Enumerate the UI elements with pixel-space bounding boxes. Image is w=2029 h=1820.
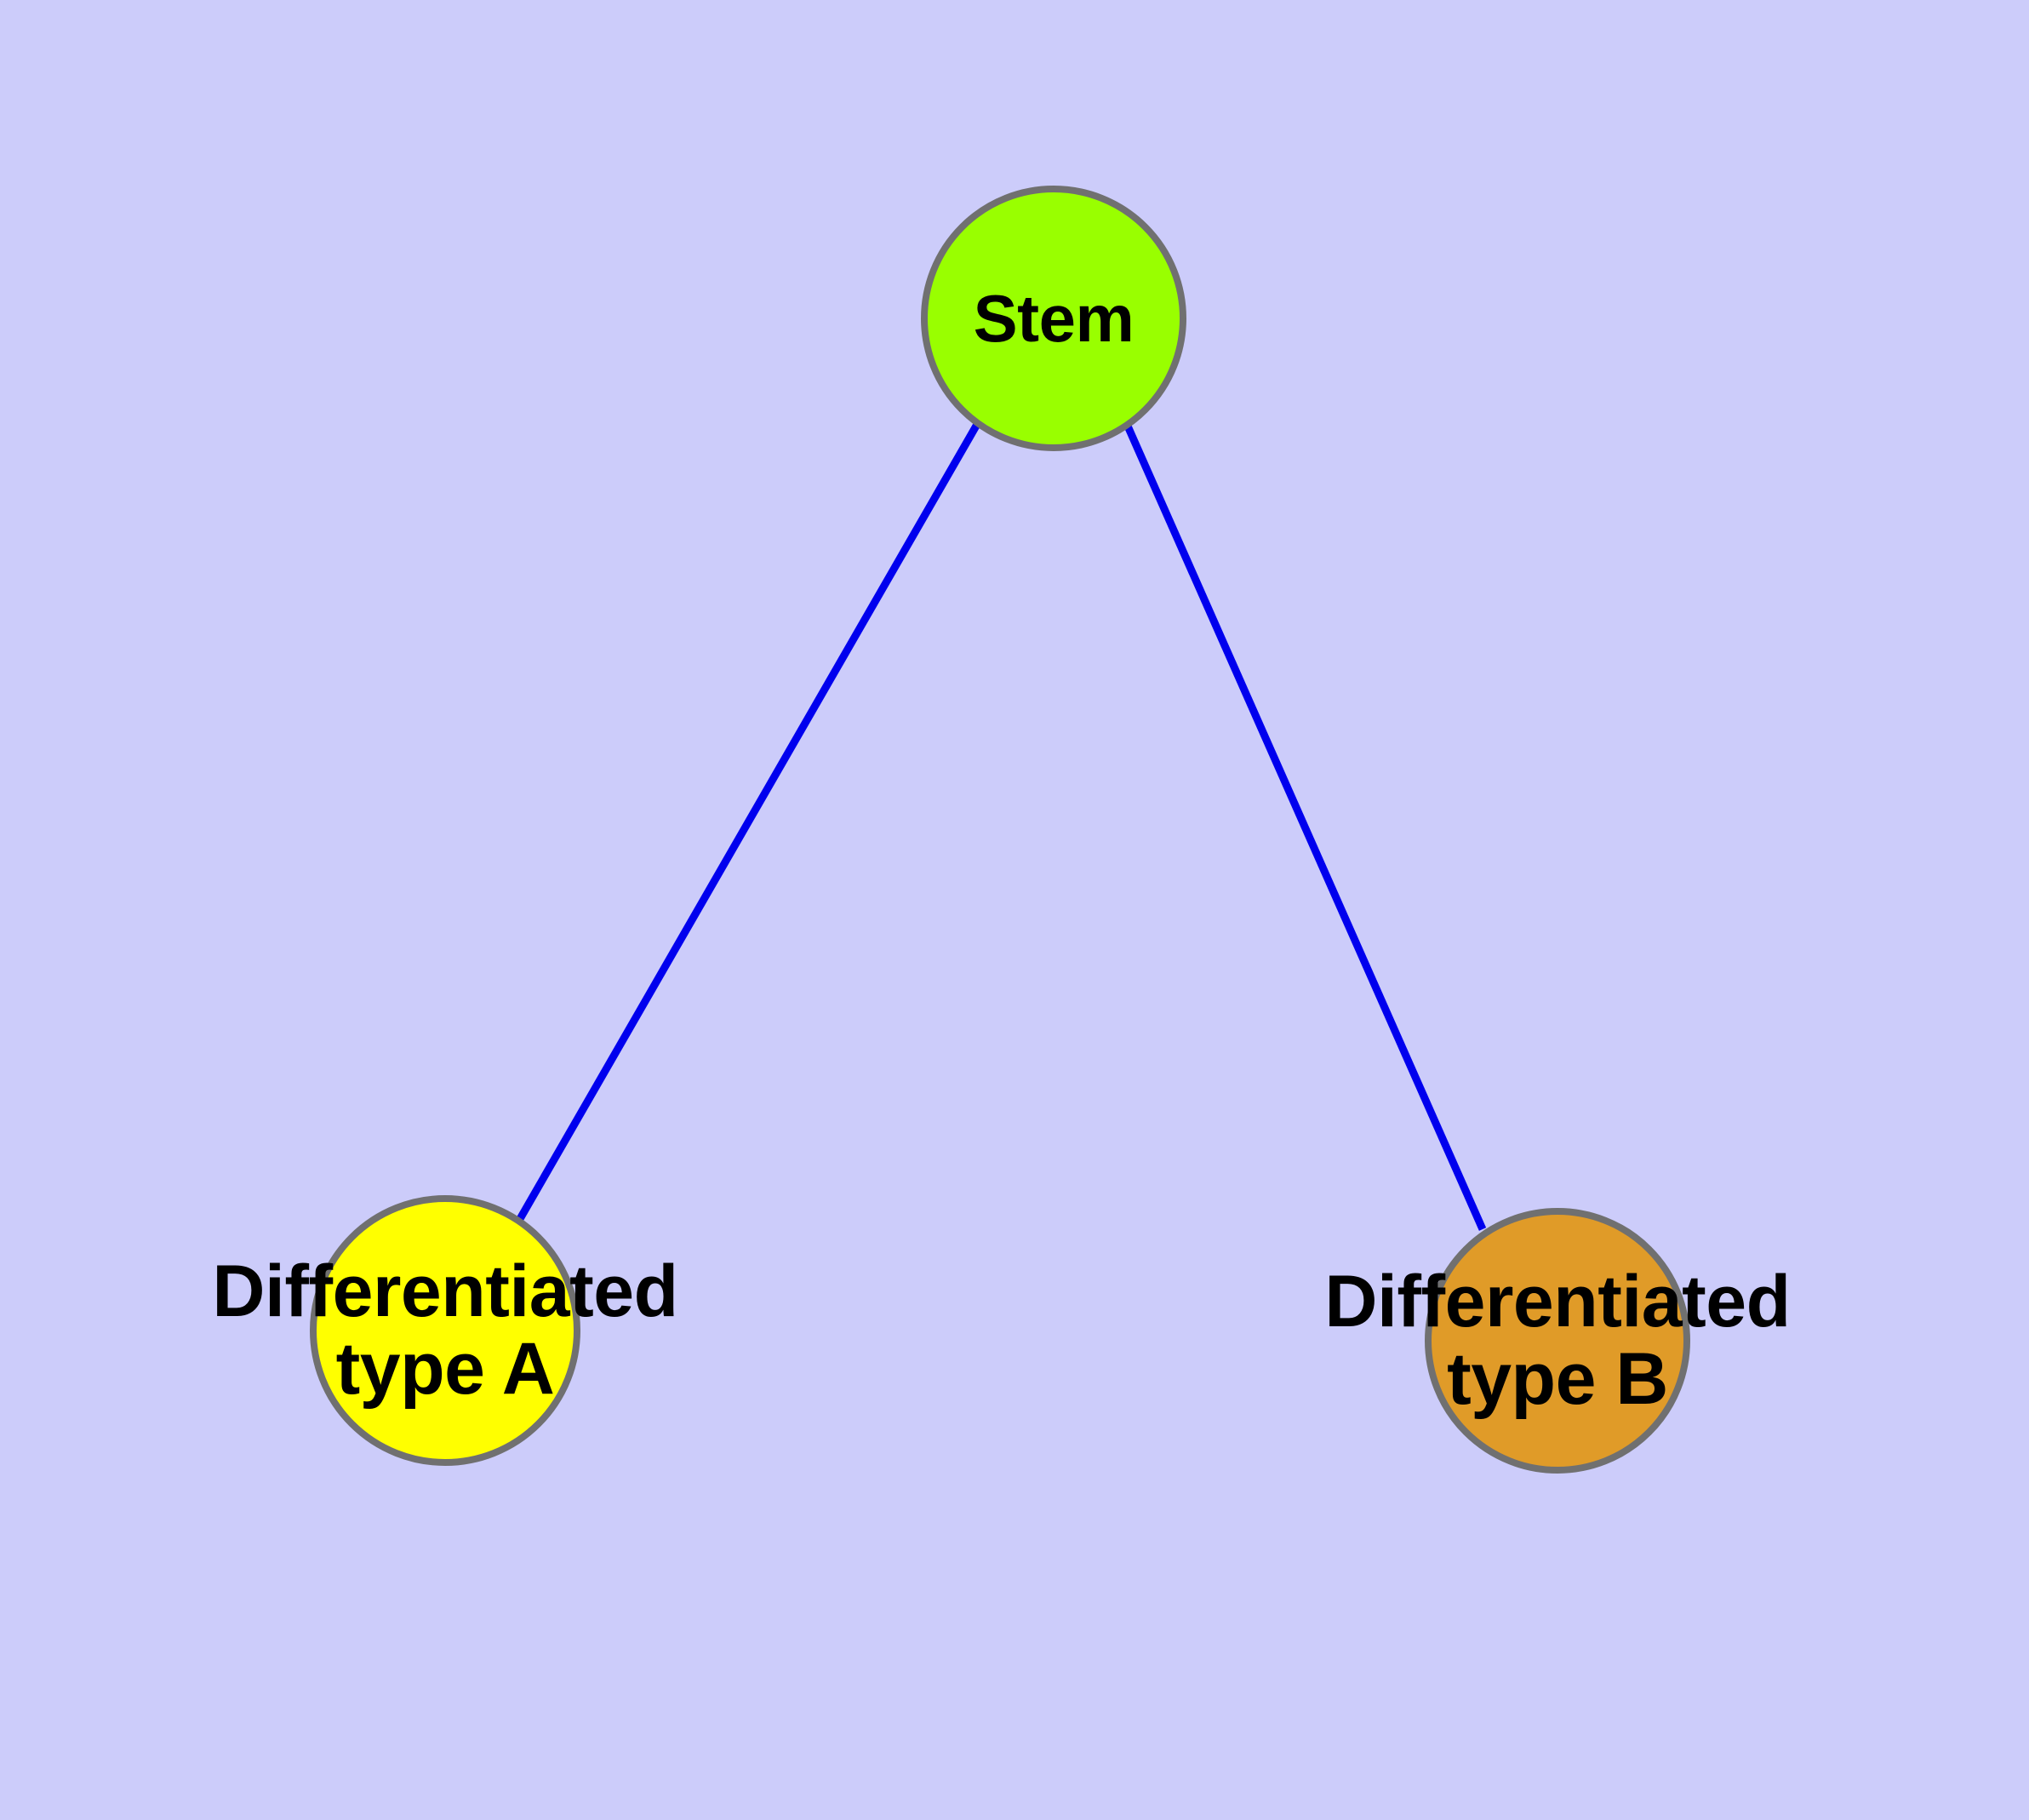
node-circle-differentiated-type-b[interactable]	[1425, 1208, 1690, 1474]
node-circle-stem[interactable]	[921, 186, 1186, 451]
edge-stem-to-diff-a[interactable]	[514, 419, 982, 1226]
edge-layer	[514, 419, 1487, 1231]
node-layer	[310, 186, 1690, 1474]
edge-stem-to-diff-b[interactable]	[1122, 421, 1487, 1231]
node-circle-differentiated-type-a[interactable]	[310, 1195, 580, 1466]
